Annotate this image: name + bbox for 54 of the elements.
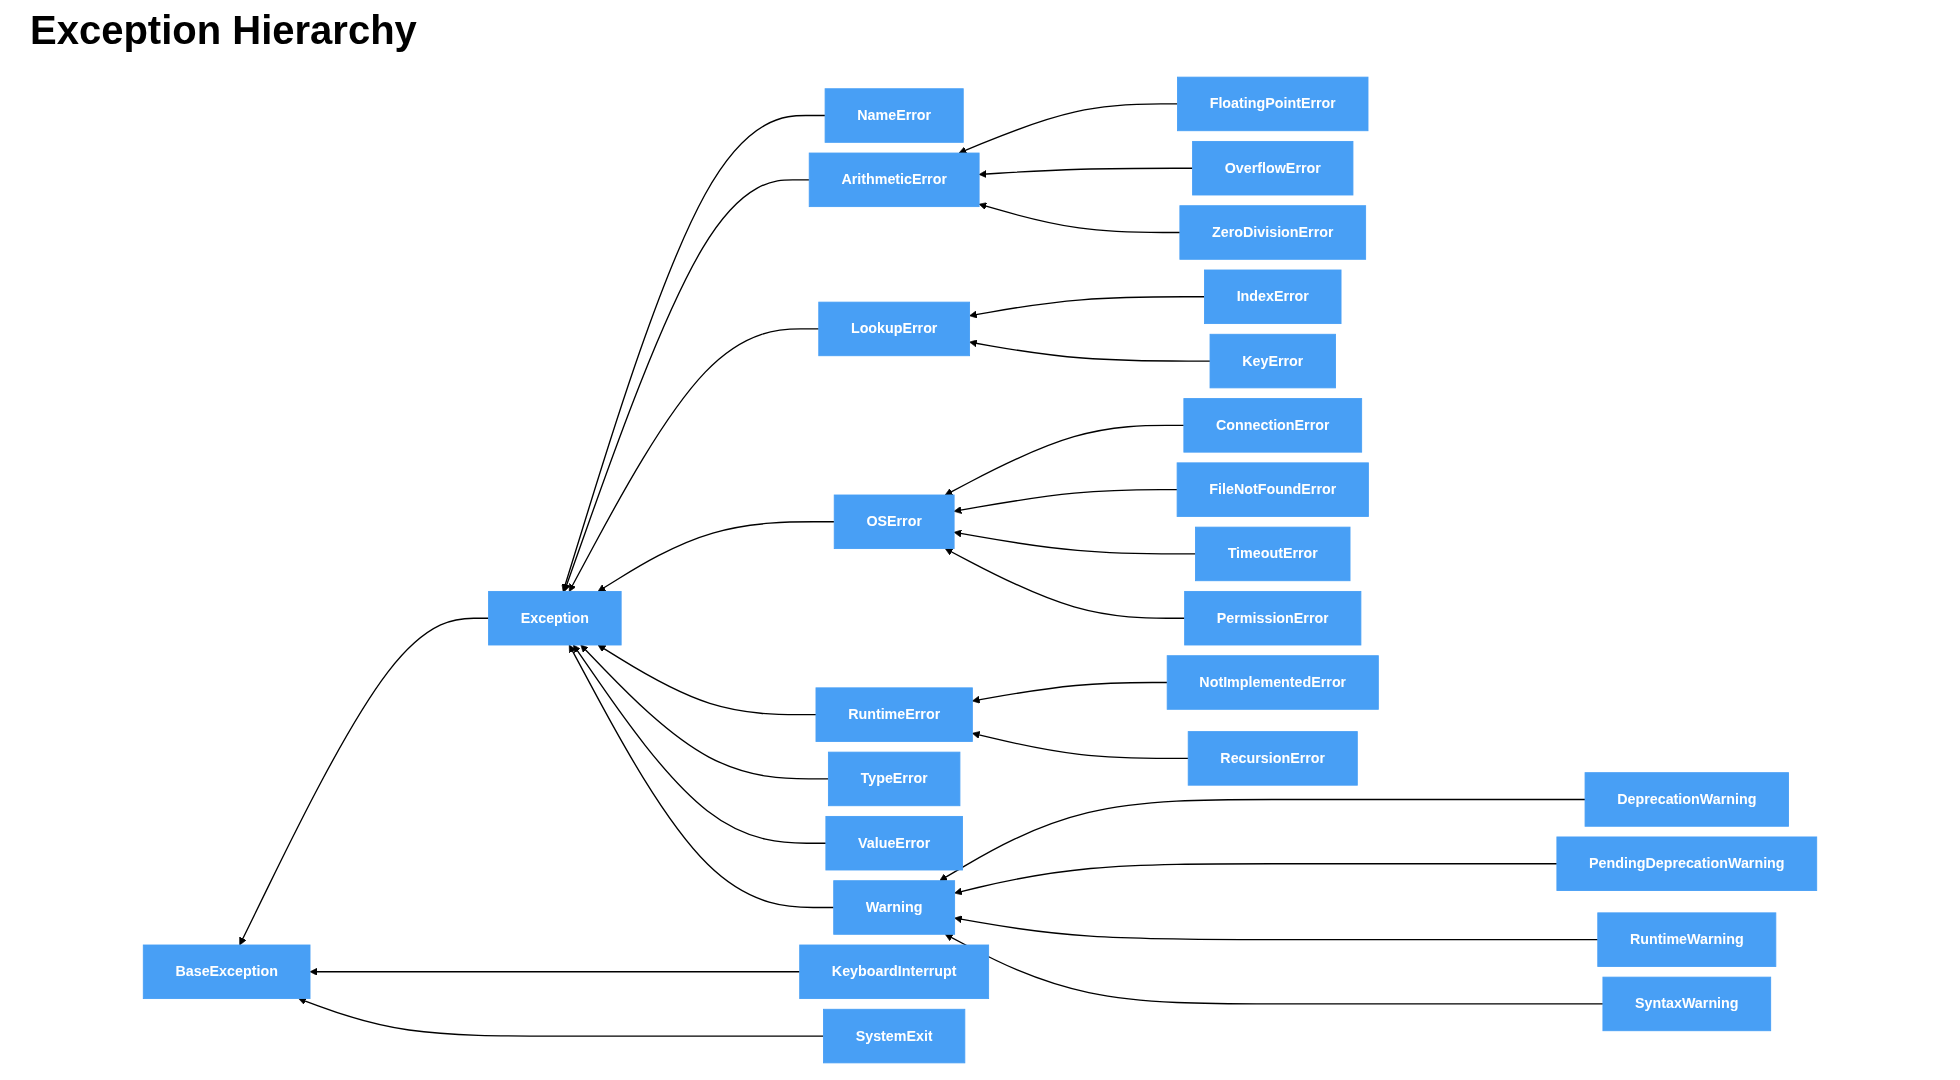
node-box: Exception	[488, 591, 622, 646]
arrow	[978, 202, 1181, 234]
arrow	[953, 529, 1197, 555]
arrow	[939, 798, 1586, 882]
node-box: NotImplementedError	[1166, 655, 1379, 710]
arrow	[568, 328, 820, 592]
node-box: FloatingPointError	[1177, 76, 1369, 132]
node-box: OverflowError	[1192, 141, 1354, 196]
node-box: SystemExit	[823, 1008, 966, 1064]
node-box: FileNotFoundError	[1176, 462, 1369, 517]
arrow	[580, 644, 830, 780]
arrow	[969, 296, 1206, 319]
arrow	[954, 863, 1558, 896]
node-box: LookupError	[818, 301, 970, 357]
node-box: KeyboardInterrupt	[799, 944, 990, 999]
node-box: PermissionError	[1184, 591, 1362, 646]
arrow	[944, 933, 1604, 1005]
arrow	[978, 167, 1194, 178]
arrow	[972, 731, 1189, 760]
node-box: OSError	[833, 494, 955, 549]
arrow	[309, 967, 801, 976]
node-box: RuntimeError	[815, 687, 973, 742]
node-box: BaseException	[142, 944, 311, 999]
arrow	[239, 617, 490, 946]
node-box: NameError	[824, 88, 964, 143]
node-box: TimeoutError	[1195, 526, 1351, 582]
node-box: ArithmeticError	[808, 152, 980, 208]
node-box: RecursionError	[1187, 731, 1358, 786]
arrow	[573, 644, 827, 844]
node-box: RuntimeWarning	[1597, 912, 1777, 967]
node-box: Warning	[833, 880, 956, 935]
node-box: ConnectionError	[1183, 398, 1363, 453]
node-box: SyntaxWarning	[1602, 976, 1772, 1032]
arrow	[563, 179, 810, 592]
node-box: DeprecationWarning	[1584, 772, 1789, 827]
node-box: TypeError	[827, 751, 961, 807]
arrow	[969, 339, 1211, 362]
arrow	[958, 103, 1179, 154]
diagram-title: Exception Hierarchy	[30, 8, 417, 53]
node-box: IndexError	[1204, 269, 1342, 324]
arrow	[597, 521, 835, 592]
node-box: KeyError	[1209, 333, 1336, 389]
arrow	[597, 644, 817, 716]
arrow	[298, 997, 825, 1037]
node-box: ValueError	[825, 816, 963, 871]
node-box: PendingDeprecationWarning	[1556, 836, 1818, 891]
arrow	[953, 488, 1178, 514]
arrow	[561, 114, 826, 592]
arrow	[972, 681, 1168, 704]
arrow	[568, 644, 835, 909]
node-box: ZeroDivisionError	[1179, 205, 1367, 260]
arrow	[944, 424, 1185, 496]
arrow	[954, 915, 1599, 941]
arrow	[944, 548, 1186, 619]
